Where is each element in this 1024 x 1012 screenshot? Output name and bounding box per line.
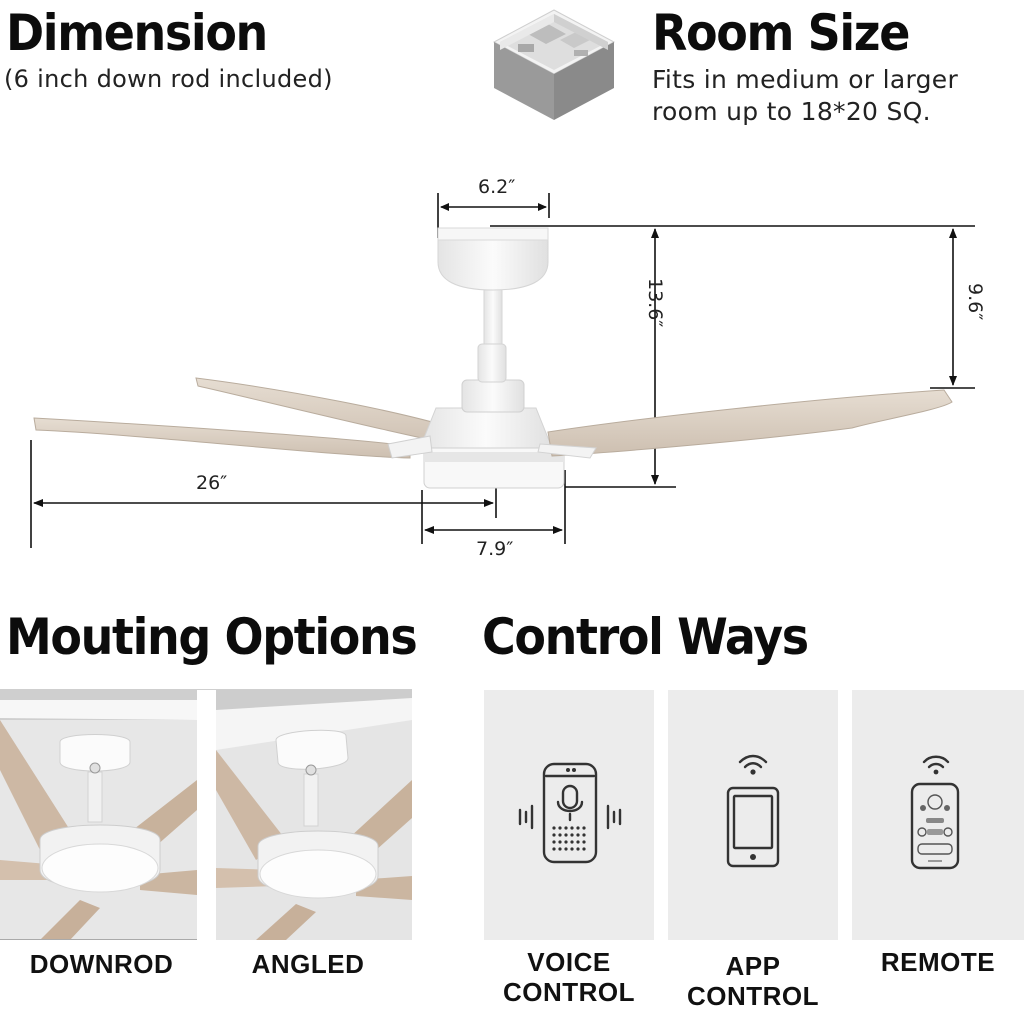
- light-width-label: 7.9″: [476, 538, 514, 560]
- angled-label: ANGLED: [251, 949, 365, 979]
- smartphone-wifi-icon: [718, 748, 788, 872]
- canopy-width-label: 6.2″: [478, 176, 516, 198]
- fan-dimension-diagram: [0, 150, 1024, 570]
- room-isometric-icon: [488, 4, 620, 122]
- angled-mount-image: [216, 690, 412, 940]
- blade-length-label: 26″: [196, 472, 228, 494]
- mounting-title: Mouting Options: [6, 608, 418, 666]
- room-size-title: Room Size: [652, 4, 910, 62]
- remote-control-icon: [906, 750, 966, 874]
- downrod-label: DOWNROD: [29, 949, 174, 979]
- dimension-subtitle: (6 inch down rod included): [4, 65, 333, 93]
- voice-control-label-line1: VOICE: [527, 947, 611, 977]
- app-control-label-line2: CONTROL: [686, 980, 820, 1011]
- mount-image-top-edge: [0, 689, 412, 690]
- voice-control-label-line2: CONTROL: [502, 976, 636, 1007]
- control-title: Control Ways: [482, 608, 809, 666]
- dimension-title: Dimension: [6, 4, 268, 62]
- room-size-line1: Fits in medium or larger: [652, 65, 959, 94]
- remote-label-line1: REMOTE: [880, 947, 996, 977]
- total-height-label: 13.6″: [644, 278, 666, 328]
- room-size-line2: room up to 18*20 SQ.: [652, 97, 931, 126]
- app-control-panel: [668, 690, 838, 940]
- smart-speaker-icon: [510, 758, 630, 868]
- remote-label: REMOTE: [852, 947, 1024, 978]
- app-control-label: APP CONTROL: [668, 951, 838, 1012]
- downrod-mount-image: [0, 690, 197, 940]
- remote-control-panel: [852, 690, 1024, 940]
- voice-control-panel: [484, 690, 654, 940]
- voice-control-label: VOICE CONTROL: [484, 947, 654, 1008]
- canopy-to-blade-label: 9.6″: [964, 283, 986, 321]
- app-control-label-line1: APP: [725, 951, 781, 981]
